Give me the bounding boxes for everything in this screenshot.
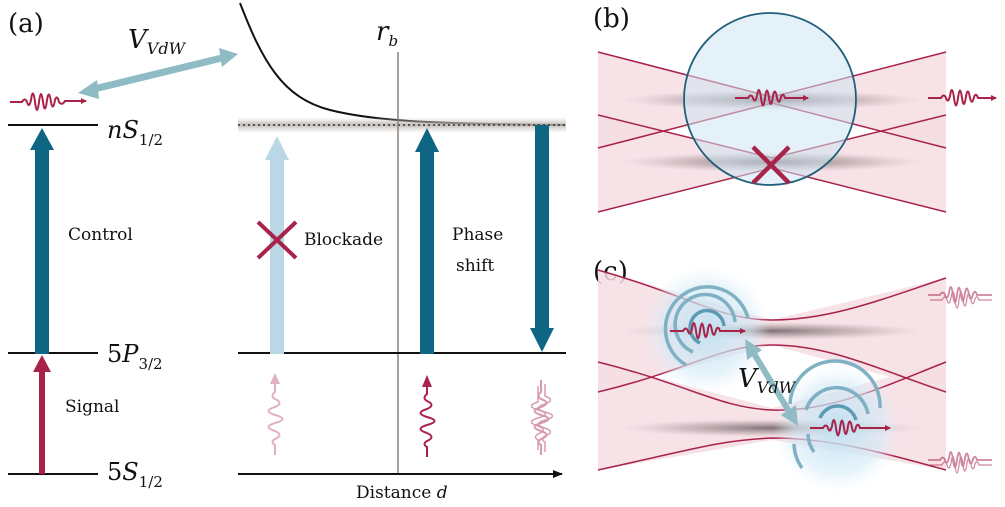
photon-inside-blockade-icon (735, 89, 809, 107)
blocked-control-arrow-shaft (270, 158, 284, 354)
signal-arrow-head (33, 355, 51, 372)
vdw-arrow-c-head-up (745, 339, 762, 360)
ground-level-label: 5S1/2 (107, 458, 163, 491)
control-arrow-shaft (35, 148, 49, 354)
blockade-label: Blockade (304, 230, 383, 250)
distance-axis-label: Distance d (356, 483, 448, 503)
rydberg-excitation-lower-icon (774, 359, 902, 492)
blocked-control-arrow-head (265, 136, 289, 160)
vdw-arrow-c (750, 350, 793, 415)
rydberg-level-label: nS1/2 (107, 116, 163, 149)
control-arrow-head (30, 128, 54, 150)
rydberg-excitation-upper-icon (642, 266, 770, 394)
output-photon-lower-c-icon (928, 451, 992, 474)
phase-down-arrow-head (530, 328, 554, 352)
vdw-arrow-a (89, 53, 227, 94)
blockade-radius-label: rb (376, 17, 398, 50)
phase-photon-icon (419, 375, 436, 457)
phase-up-arrow-head (415, 128, 439, 152)
intermediate-level-label: 5P3/2 (107, 340, 163, 373)
signal-photon-icon (10, 92, 87, 111)
phase-shift-label-2: shift (456, 256, 494, 276)
photon-lower-c-icon (810, 419, 891, 437)
phase-up-arrow-shaft (420, 150, 434, 354)
vdw-arrow-c-head-down (781, 405, 798, 426)
signal-label: Signal (65, 397, 120, 417)
signal-arrow-shaft (39, 370, 45, 474)
panel-a-label: (a) (8, 9, 44, 39)
vdw-arrow-a-head-right (219, 48, 238, 67)
phase-down-arrow-shaft (535, 125, 549, 331)
photon-upper-c-icon (670, 322, 746, 340)
photon-exit-b-icon (928, 89, 997, 107)
faded-photon-icon (267, 373, 284, 455)
vdw-label-a: VVdW (128, 25, 187, 58)
dispersed-photon-icon (530, 380, 554, 455)
phase-shift-label-1: Phase (452, 225, 503, 245)
control-label: Control (68, 225, 133, 245)
output-photon-upper-c-icon (928, 286, 992, 309)
vdw-potential-curve (239, 2, 566, 126)
vdw-label-c: VVdW (738, 364, 797, 397)
vdw-arrow-a-head-left (78, 80, 99, 99)
rydberg-linewidth-band (238, 117, 566, 133)
panel-b-label: (b) (593, 4, 630, 34)
